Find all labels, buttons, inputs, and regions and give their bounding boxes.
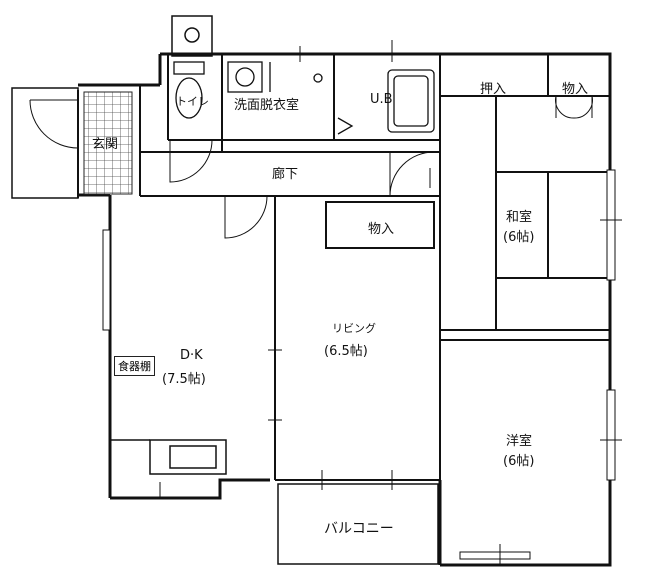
label-washitsu: 和室	[506, 210, 533, 225]
label-living: リビング	[332, 322, 376, 335]
label-storage-top: 物入	[562, 82, 589, 97]
tick-marks	[159, 40, 622, 565]
label-yoshitsu: 洋室	[506, 434, 533, 449]
washbasin	[227, 61, 323, 93]
living-walls	[274, 196, 610, 481]
label-washroom: 洗面脱衣室	[234, 98, 300, 113]
label-living-size: (6.5帖)	[324, 344, 368, 359]
balcony	[277, 483, 439, 565]
label-bath: U.B	[370, 92, 393, 107]
windows	[102, 169, 616, 560]
toilet-tank	[171, 15, 213, 57]
label-dk-size: (7.5帖)	[162, 372, 206, 387]
door-swings	[169, 95, 593, 239]
label-dk: D·K	[180, 348, 203, 363]
label-washitsu-size: (6帖)	[503, 230, 535, 245]
japanese-room-walls	[439, 54, 610, 340]
label-oshiire: 押入	[480, 82, 507, 97]
bathtub	[337, 69, 435, 135]
kitchen-counter	[110, 439, 227, 475]
label-entrance: 玄関	[92, 137, 119, 152]
toilet-fixture	[173, 61, 205, 119]
label-balcony: バルコニー	[324, 521, 394, 537]
label-cupboard: 食器棚	[114, 356, 155, 376]
label-storage-mid: 物入	[368, 222, 395, 237]
entrance-area	[11, 87, 133, 199]
label-corridor: 廊下	[272, 167, 299, 182]
label-toilet: トイレ	[176, 95, 209, 108]
label-yoshitsu-size: (6帖)	[503, 454, 535, 469]
storage-mid-box	[325, 201, 435, 249]
